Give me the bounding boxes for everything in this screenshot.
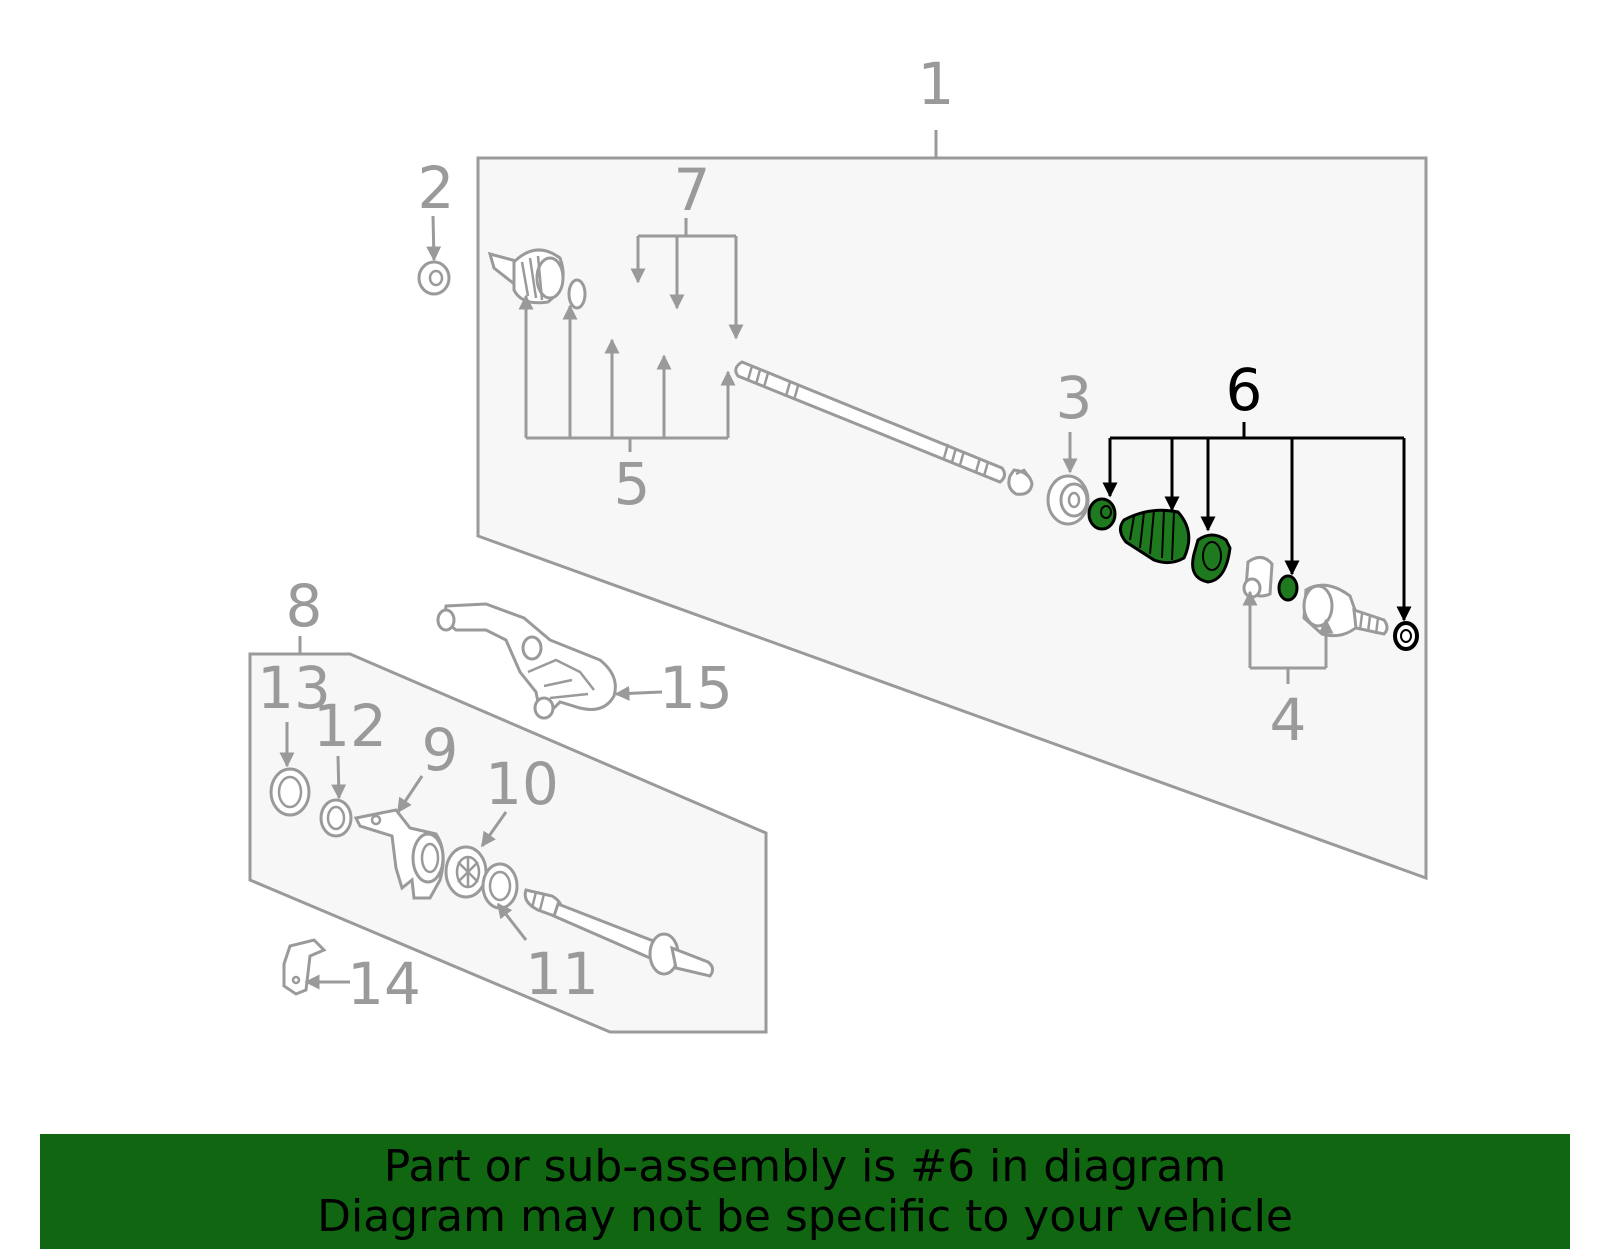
callout-14: 14 (347, 950, 421, 1018)
inboard-joint-part-4 (1242, 556, 1389, 638)
callout-2: 2 (418, 154, 455, 222)
leader-group-5 (518, 294, 736, 452)
intermediate-shaft (523, 888, 715, 978)
heat-shield-part-15 (436, 602, 617, 720)
leader-15 (614, 685, 663, 701)
boot-kit-part-6 (1087, 497, 1419, 651)
callout-12: 12 (313, 692, 387, 760)
callout-13: 13 (257, 654, 331, 722)
shaft-clip (1007, 468, 1034, 496)
callout-10: 10 (485, 750, 559, 818)
leader-2 (426, 215, 442, 262)
info-banner: Part or sub-assembly is #6 in diagram Di… (40, 1134, 1570, 1249)
large-boot-band (1191, 533, 1232, 584)
nut-part-2 (417, 260, 451, 296)
callout-6: 6 (1226, 356, 1263, 424)
callout-7: 7 (674, 156, 711, 224)
callout-8: 8 (286, 572, 323, 640)
clip-part-14 (282, 938, 327, 996)
leader-10 (480, 811, 508, 848)
assembly-panel-1 (476, 156, 1428, 881)
leader-group-4 (1242, 590, 1334, 684)
callout-5: 5 (614, 450, 651, 518)
leader-group-6 (1102, 422, 1412, 622)
leader-12 (331, 755, 347, 800)
snap-ring-part-11 (481, 862, 519, 910)
o-ring-part-12 (319, 798, 353, 838)
callout-1: 1 (918, 50, 955, 118)
banner-line-1: Part or sub-assembly is #6 in diagram (383, 1140, 1227, 1192)
callout-4: 4 (1270, 686, 1307, 754)
callout-9: 9 (422, 716, 459, 784)
bearing-part-10 (444, 845, 488, 899)
callout-11: 11 (525, 940, 599, 1008)
bearing-bracket-part-9 (353, 808, 445, 900)
damper-part-3 (1046, 474, 1090, 526)
seal-part-13 (269, 767, 311, 817)
leader-group-7 (630, 218, 744, 340)
leader-9 (396, 775, 424, 814)
axle-shaft (734, 360, 1007, 484)
banner-line-2: Diagram may not be specific to your vehi… (317, 1190, 1293, 1242)
leader-11 (496, 902, 528, 941)
callout-15: 15 (659, 654, 733, 722)
set-ring (1393, 621, 1419, 651)
circlip (1277, 574, 1299, 602)
callout-3: 3 (1056, 364, 1093, 432)
